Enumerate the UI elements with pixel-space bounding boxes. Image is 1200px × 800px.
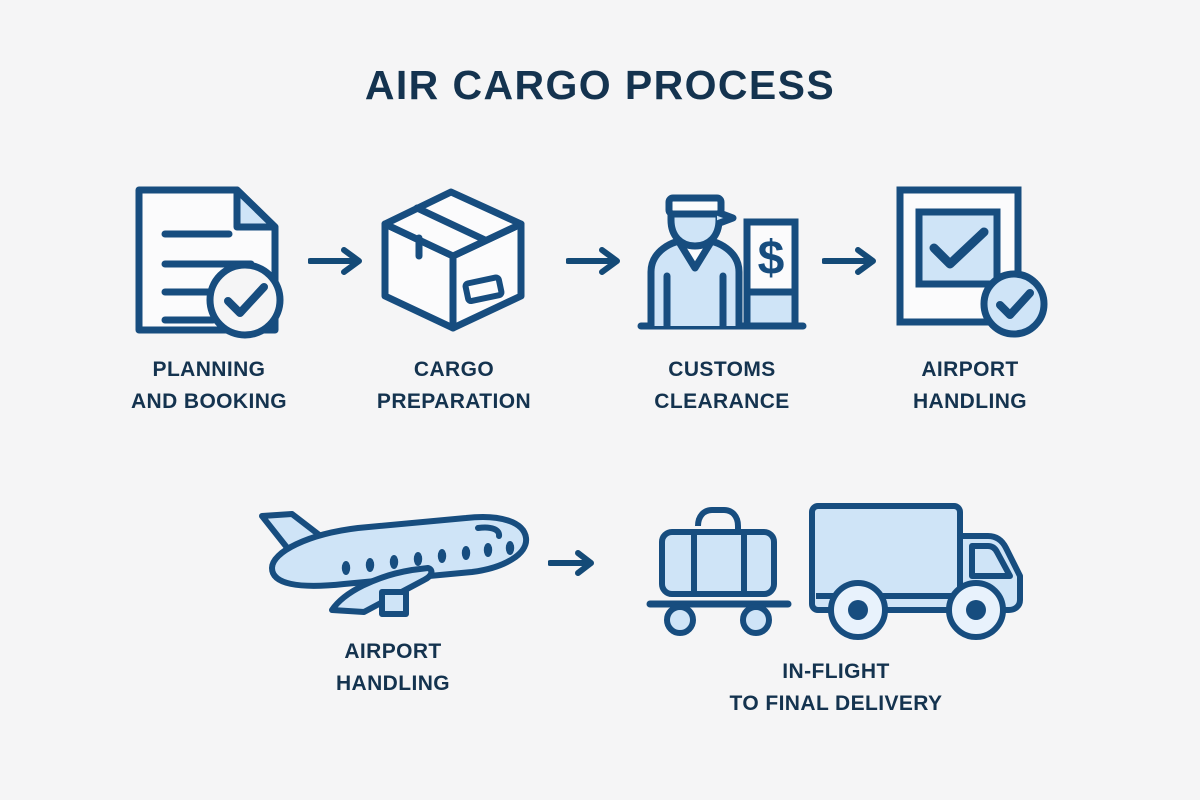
step-in-flight-to-final-delivery: IN-FLIGHT TO FINAL DELIVERY	[596, 492, 1076, 720]
page-title: AIR CARGO PROCESS	[364, 62, 836, 108]
step-airport-handling-checklist: AIRPORT HANDLING	[862, 180, 1078, 418]
step-label: AIRPORT HANDLING	[335, 640, 451, 695]
customs-officer-icon: $	[637, 180, 807, 340]
step-airport-handling-airplane: AIRPORT HANDLING	[248, 492, 538, 700]
step-cargo-preparation: CARGO PREPARATION	[348, 180, 560, 418]
arrow-step5-to-step6	[547, 548, 596, 583]
checklist-approved-icon	[888, 180, 1053, 340]
step-customs-clearance: $ CUSTOMS CLEARANCE	[614, 180, 830, 418]
svg-text:$: $	[758, 232, 785, 285]
luggage-cart-and-delivery-truck-icon	[646, 492, 1026, 642]
step-label: IN-FLIGHT TO FINAL DELIVERY	[729, 660, 943, 715]
cardboard-box-icon	[373, 180, 535, 340]
airplane-icon	[248, 492, 538, 622]
step-label: CUSTOMS CLEARANCE	[654, 358, 790, 413]
step-label: AIRPORT HANDLING	[912, 358, 1028, 413]
arrow-step3-to-step4	[821, 245, 878, 282]
document-check-icon	[125, 180, 293, 340]
step-label: PLANNING AND BOOKING	[130, 358, 288, 413]
arrow-step1-to-step2	[307, 245, 364, 282]
step-label: CARGO PREPARATION	[376, 358, 532, 413]
step-planning-and-booking: PLANNING AND BOOKING	[94, 180, 324, 418]
arrow-step2-to-step3	[565, 245, 622, 282]
